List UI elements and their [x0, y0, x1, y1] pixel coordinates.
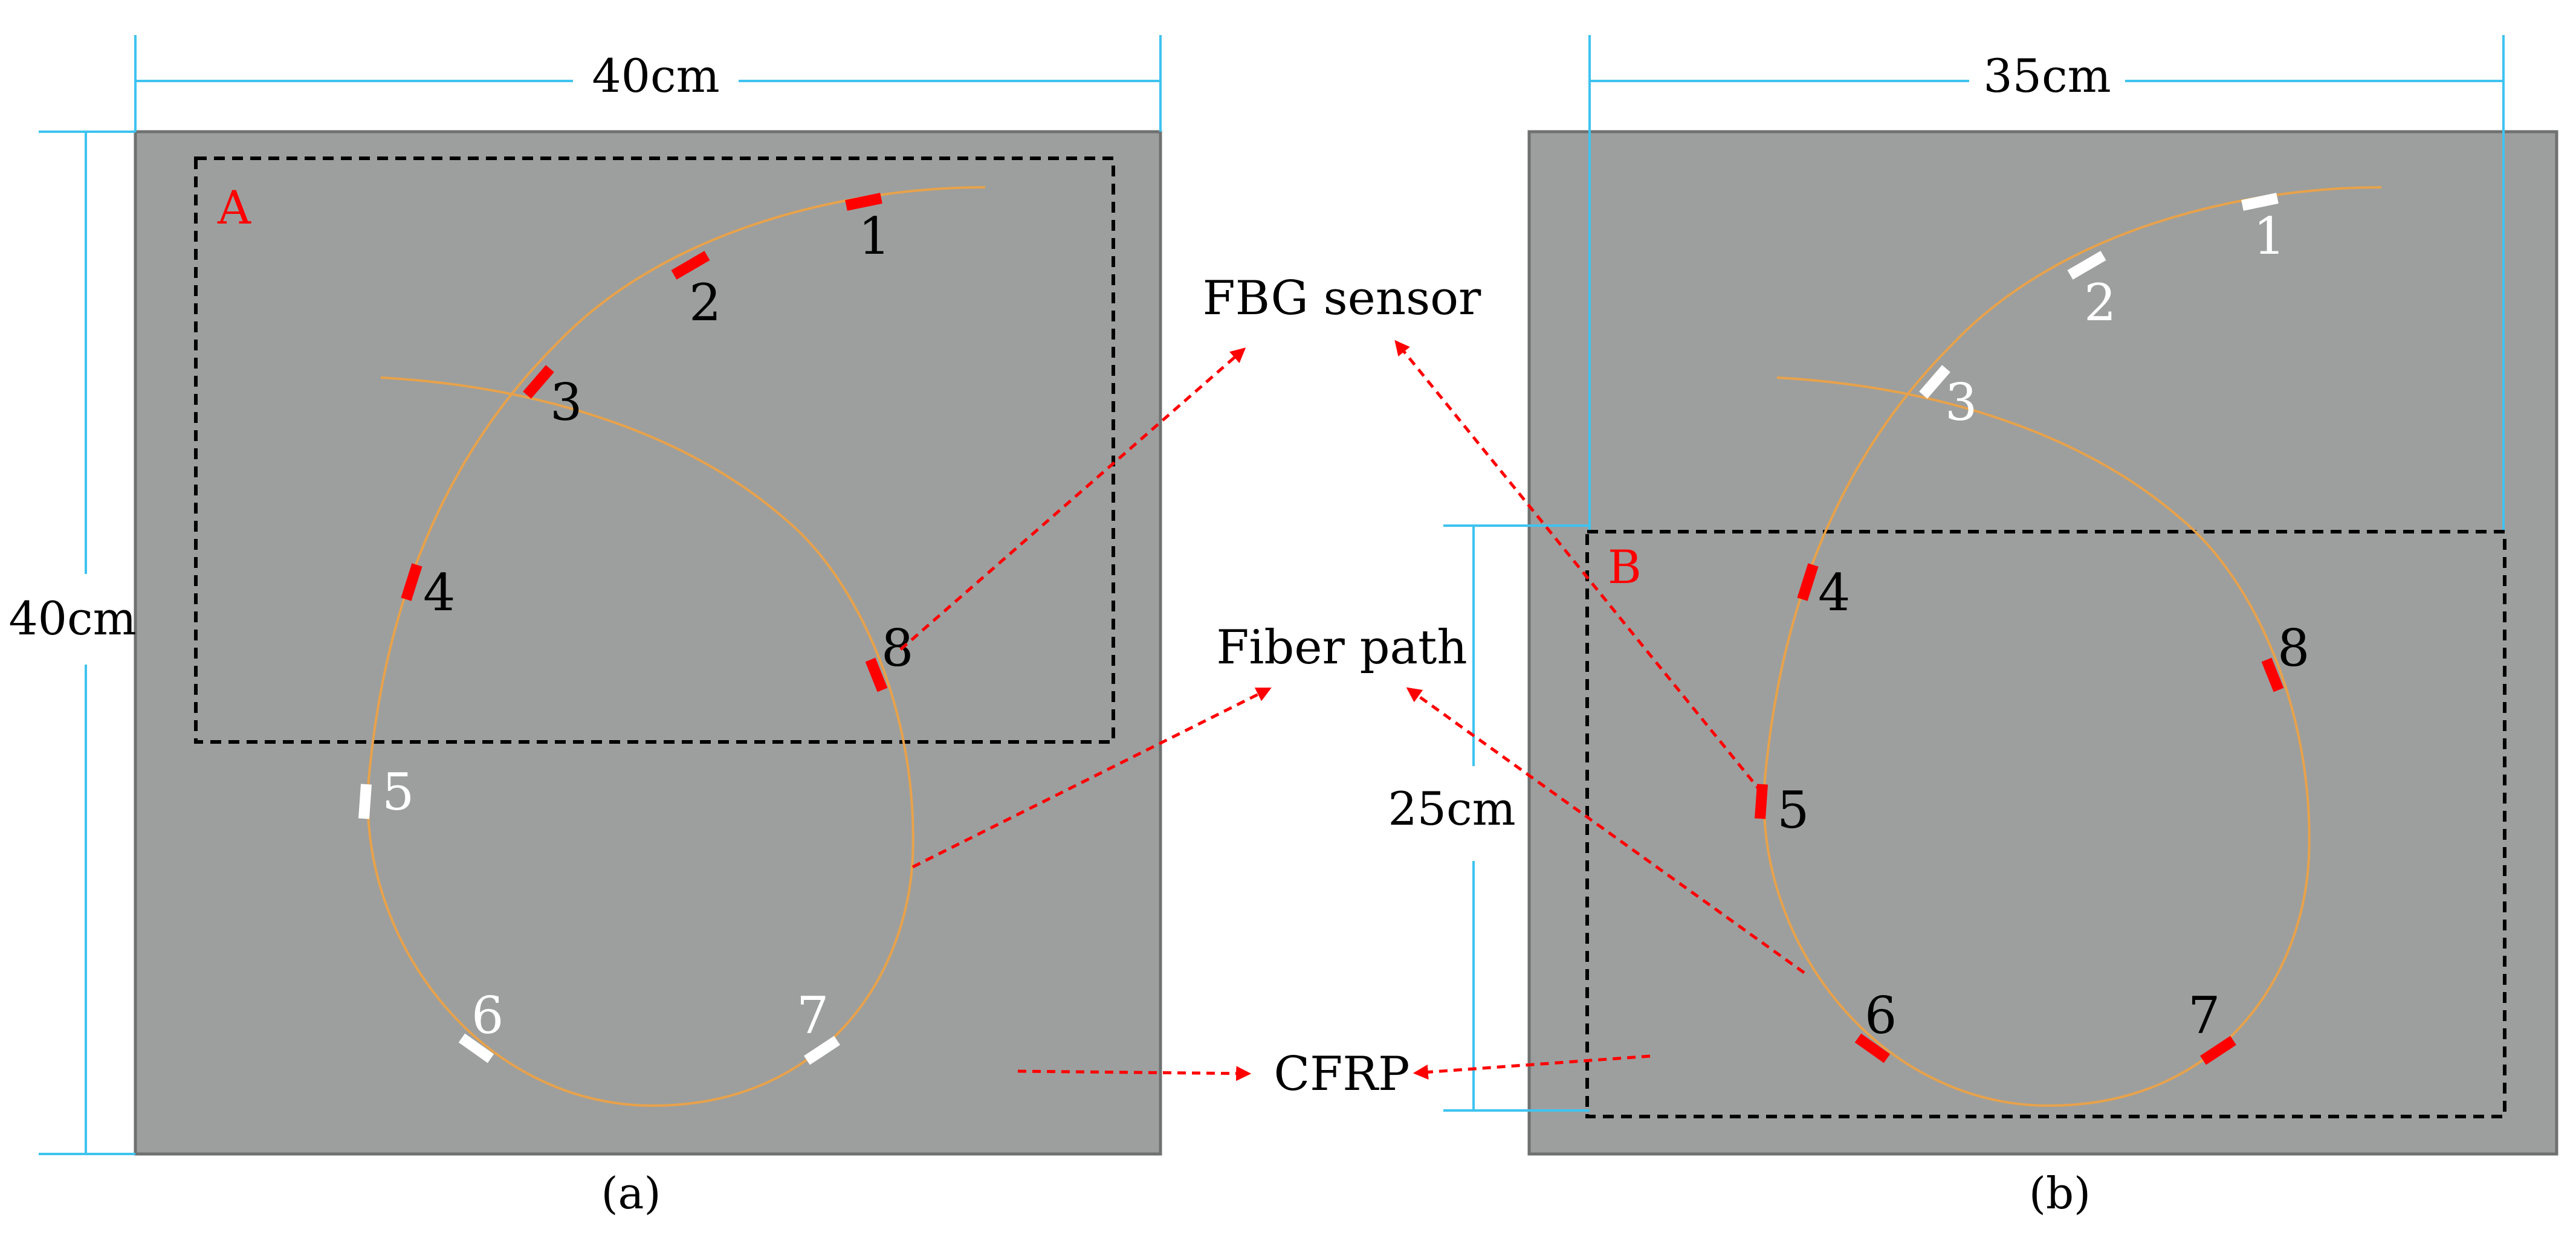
- cfrp-plate-b: [1527, 130, 2558, 1156]
- fbg-sensor-b8: [2261, 657, 2284, 692]
- caption-b: (b): [2029, 1168, 2091, 1219]
- callout-cfrp: CFRP: [1273, 1047, 1409, 1101]
- fiber-path-a: [366, 186, 986, 1107]
- sensor-numbers-b: 1 2 3 4 5 6 7 8: [1777, 207, 2309, 1045]
- sensor-num-b1: 1: [2253, 207, 2285, 266]
- width-label-a: 40cm: [592, 49, 719, 103]
- fbg-sensor-a6: [458, 1033, 494, 1063]
- fbg-sensor-a1: [845, 193, 882, 211]
- fbg-sensor-b4: [1797, 563, 1819, 601]
- fbg-sensor-b7: [2200, 1036, 2236, 1065]
- sensors-b: [1755, 193, 2284, 1065]
- width-dimension-b: [1588, 35, 2505, 532]
- height-dimension-a: [39, 131, 135, 1155]
- fbg-sensor-b1: [2241, 193, 2279, 211]
- height-label-a: 40cm: [8, 591, 136, 645]
- caption-a: (a): [601, 1168, 661, 1219]
- arrow-cfrp-from-a: [1017, 1066, 1252, 1081]
- sensor-num-a3: 3: [550, 373, 582, 432]
- fbg-sensor-a3: [523, 365, 554, 399]
- sensor-num-a7: 7: [797, 986, 829, 1045]
- callout-fbg-sensor: FBG sensor: [1203, 271, 1481, 326]
- sensor-num-a6: 6: [471, 986, 503, 1045]
- panel-b: 35cm 25cm B 1 2 3 4: [1388, 35, 2558, 1219]
- sensor-num-b8: 8: [2277, 619, 2309, 678]
- cfrp-plate-a: [134, 130, 1162, 1156]
- fbg-sensor-a8: [865, 657, 888, 692]
- arrow-fbg-from-a: [899, 347, 1246, 651]
- sensor-num-b7: 7: [2188, 986, 2220, 1045]
- sensor-num-b3: 3: [1945, 373, 1977, 432]
- sensor-num-b2: 2: [2084, 273, 2116, 332]
- fbg-sensor-a2: [671, 251, 710, 280]
- sensor-num-a1: 1: [858, 207, 890, 266]
- fbg-sensor-a5: [358, 784, 372, 819]
- sensor-num-b5: 5: [1777, 781, 1809, 840]
- fbg-sensor-b6: [1854, 1033, 1891, 1063]
- sensor-num-a4: 4: [423, 563, 455, 622]
- width-dimension-a: [134, 35, 1162, 132]
- callout-arrows: [899, 340, 1805, 1081]
- height-label-b: 25cm: [1388, 782, 1515, 836]
- monitored-region-b: [1585, 530, 2506, 1118]
- arrow-fbg-from-b: [1394, 340, 1763, 794]
- sensor-num-b4: 4: [1818, 563, 1850, 622]
- sensor-num-a5: 5: [382, 762, 414, 822]
- callout-fiber-path: Fiber path: [1216, 620, 1467, 675]
- sensor-numbers-a: 1 2 3 4 5 6 7 8: [382, 207, 913, 1045]
- fbg-sensor-a4: [401, 563, 422, 601]
- region-label-b: B: [1608, 540, 1642, 594]
- sensor-num-a2: 2: [689, 273, 721, 332]
- sensor-num-b6: 6: [1865, 986, 1897, 1045]
- height-dimension-b: [1443, 524, 1590, 1112]
- sensor-num-a8: 8: [881, 619, 913, 678]
- fbg-sensor-a7: [804, 1036, 840, 1065]
- fbg-sensor-b2: [2067, 251, 2106, 280]
- width-label-b: 35cm: [1983, 49, 2111, 103]
- arrow-fiber-from-a: [911, 687, 1272, 869]
- callouts: FBG sensor Fiber path CFRP: [1203, 271, 1481, 1101]
- region-label-a: A: [217, 181, 251, 234]
- panel-a: 40cm 40cm A 1 2 3 4: [8, 35, 1162, 1219]
- monitored-region-a: [194, 156, 1115, 744]
- fiber-path-b: [1762, 186, 2382, 1107]
- sensors-a: [358, 193, 888, 1065]
- fbg-sensor-b5: [1755, 784, 1768, 819]
- arrow-cfrp-from-b: [1413, 1054, 1651, 1080]
- fbg-sensor-b3: [1919, 365, 1950, 399]
